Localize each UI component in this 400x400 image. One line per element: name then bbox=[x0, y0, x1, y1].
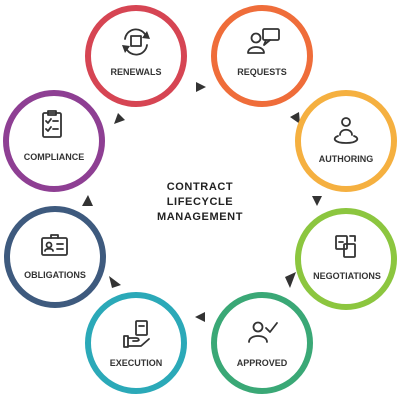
ring-execution bbox=[85, 292, 187, 394]
stage-approved: APPROVED bbox=[211, 292, 313, 394]
arrow-approved-to-execution bbox=[195, 312, 205, 322]
ring-authoring bbox=[295, 90, 397, 192]
person-check-icon bbox=[248, 321, 278, 343]
center-title-line-1: CONTRACT bbox=[167, 181, 234, 193]
center-title-line-2: LIFECYCLE bbox=[167, 196, 234, 208]
stage-compliance: COMPLIANCE bbox=[3, 90, 105, 192]
stage-label-renewals: RENEWALS bbox=[110, 67, 161, 77]
checklist-icon bbox=[42, 110, 62, 138]
document-exchange-icon bbox=[335, 235, 356, 258]
stage-label-approved: APPROVED bbox=[237, 358, 288, 368]
stage-execution: EXECUTION bbox=[85, 292, 187, 394]
stage-renewals: RENEWALS bbox=[85, 5, 187, 107]
stage-label-execution: EXECUTION bbox=[110, 358, 163, 368]
flow-arrows bbox=[82, 82, 322, 322]
ring-approved bbox=[211, 292, 313, 394]
arrow-renewals-to-requests bbox=[196, 82, 206, 92]
arrow-compliance-to-renewals bbox=[114, 113, 125, 124]
ring-negotiations bbox=[295, 208, 397, 310]
stage-label-requests: REQUESTS bbox=[237, 67, 287, 77]
person-request-icon bbox=[247, 28, 280, 54]
center-title: CONTRACT LIFECYCLE MANAGEMENT bbox=[157, 181, 243, 223]
ring-requests bbox=[211, 5, 313, 107]
stage-label-compliance: COMPLIANCE bbox=[24, 152, 85, 162]
stage-label-authoring: AUTHORING bbox=[319, 154, 374, 164]
stage-negotiations: NEGOTIATIONS bbox=[295, 208, 397, 310]
ring-compliance bbox=[3, 90, 105, 192]
id-card-icon bbox=[41, 234, 68, 256]
stage-label-negotiations: NEGOTIATIONS bbox=[313, 271, 381, 281]
stage-obligations: OBLIGATIONS bbox=[4, 206, 106, 308]
arrow-authoring-to-negotiations bbox=[312, 196, 322, 206]
arrow-negotiations-to-approved bbox=[285, 272, 296, 288]
ring-renewals bbox=[85, 5, 187, 107]
stage-authoring: AUTHORING bbox=[295, 90, 397, 192]
arrow-requests-to-authoring bbox=[290, 112, 300, 124]
arrow-execution-to-obligations bbox=[109, 276, 121, 288]
person-pin-icon bbox=[333, 117, 359, 144]
stage-label-obligations: OBLIGATIONS bbox=[24, 270, 86, 280]
arrow-obligations-to-compliance bbox=[82, 195, 93, 206]
ring-obligations bbox=[4, 206, 106, 308]
refresh-icon bbox=[122, 28, 150, 56]
stage-requests: REQUESTS bbox=[211, 5, 313, 107]
hand-document-icon bbox=[123, 320, 150, 348]
center-title-line-3: MANAGEMENT bbox=[157, 211, 243, 223]
